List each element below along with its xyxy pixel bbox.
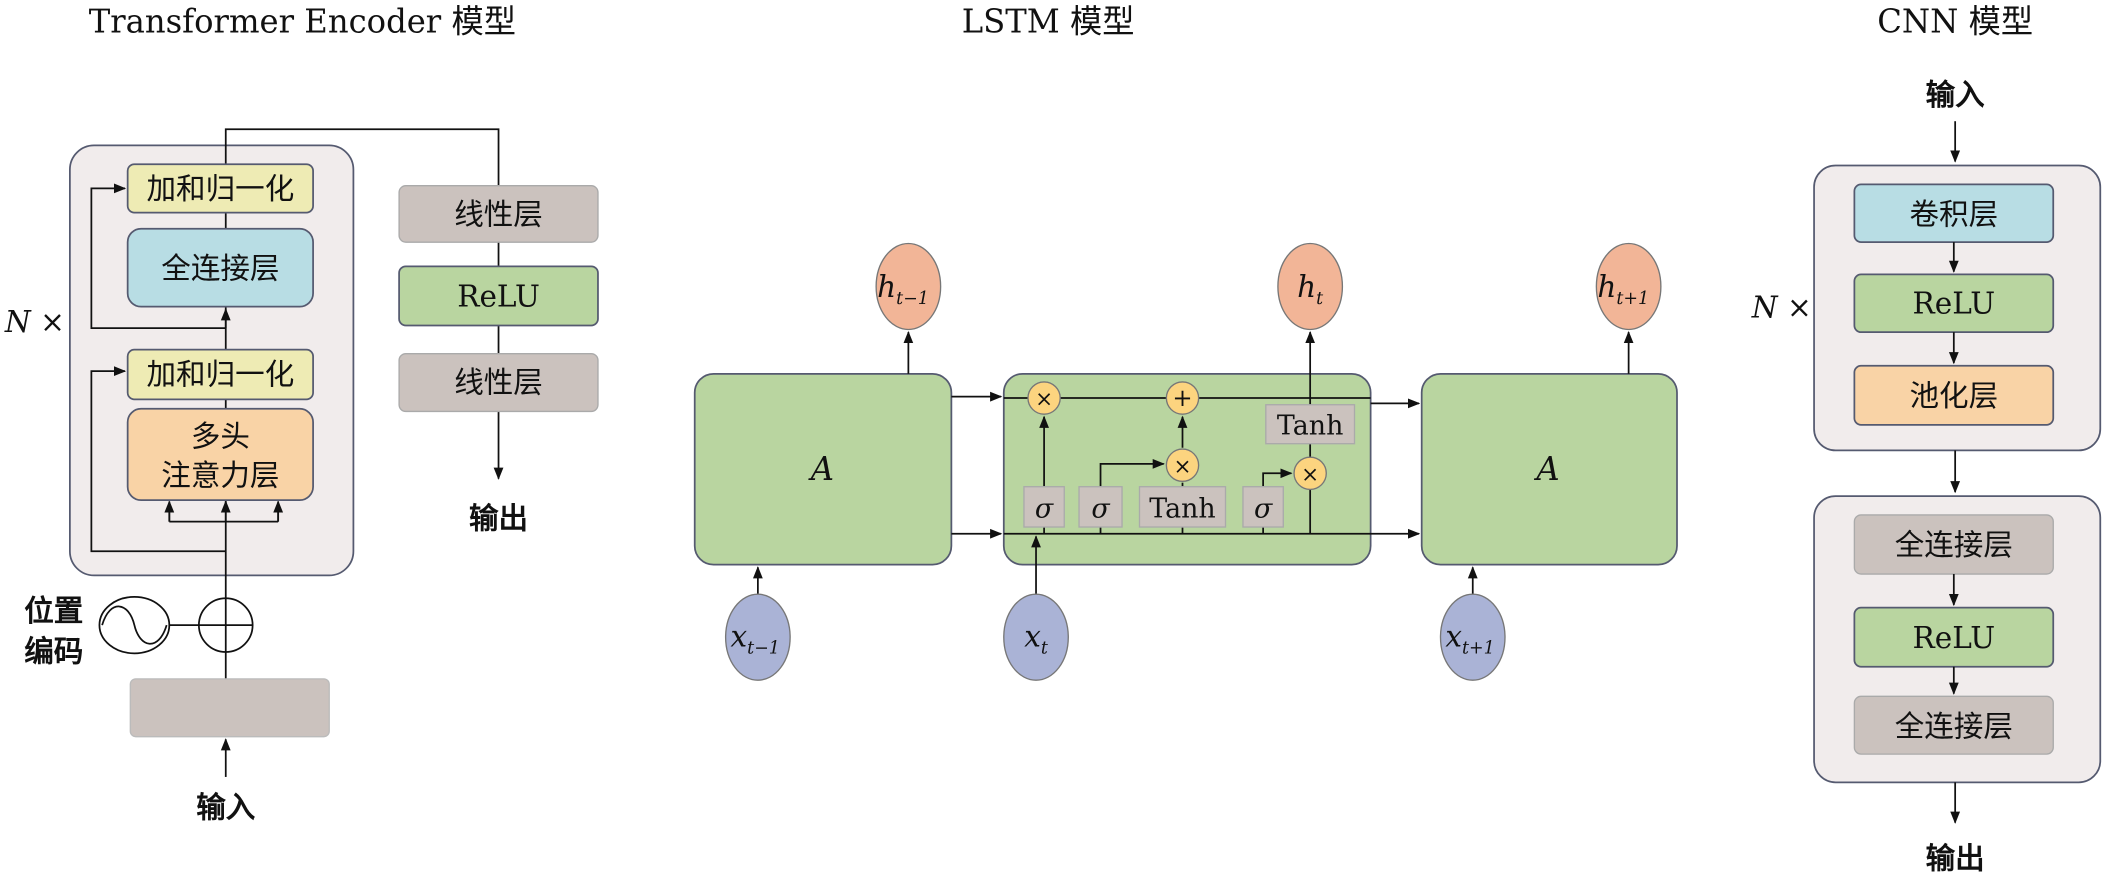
lstm-cell-prev	[693, 372, 953, 566]
svg-text:xt−1: xt−1	[730, 620, 779, 659]
forget-gate-box	[1023, 486, 1065, 528]
add-icon: +	[1165, 381, 1200, 415]
add-norm-bottom-box	[126, 348, 314, 401]
x-cur-node: xt	[1003, 593, 1069, 681]
pool-box	[1853, 364, 2055, 426]
forget-gate-label: σ	[1035, 494, 1054, 525]
lstm-section: LSTM 模型 A A σ σ Tanh σ Tanh × + × × ht−1…	[693, 3, 1678, 681]
node-base: h	[1597, 270, 1616, 304]
repeat-label: N ×	[4, 305, 65, 339]
relu1-label: ReLU	[1912, 286, 1995, 320]
input-embedding-box	[129, 678, 330, 738]
attention-box	[126, 407, 314, 502]
lstm-title: LSTM 模型	[962, 3, 1135, 41]
node-base: x	[1024, 620, 1041, 654]
add-norm-bottom-label: 加和归一化	[147, 358, 295, 392]
node-sub: t−1	[747, 638, 780, 658]
multiply-icon: ×	[1293, 456, 1327, 491]
pos-enc-label-line1: 位置	[24, 594, 83, 628]
cell-next-label: A	[1533, 450, 1559, 488]
node-base: x	[730, 620, 747, 654]
multiply-icon: ×	[1165, 448, 1200, 482]
transformer-title: Transformer Encoder 模型	[89, 3, 516, 41]
svg-text:ht+1: ht+1	[1597, 270, 1649, 309]
linear-top-box	[398, 185, 599, 243]
transformer-output-label: 输出	[469, 501, 528, 535]
h-cur-node: ht	[1277, 242, 1344, 331]
op-label: ×	[1035, 387, 1053, 412]
node-sub: t+1	[1462, 638, 1495, 658]
relu-box	[398, 265, 599, 327]
op-label: +	[1172, 384, 1192, 412]
feed-forward-label: 全连接层	[161, 251, 279, 285]
input-gate-box	[1078, 486, 1123, 528]
add-norm-top-box	[126, 163, 314, 214]
transformer-section: Transformer Encoder 模型 加和归一化 全连接层 加和归一化 …	[4, 3, 599, 824]
lstm-cell-next	[1420, 372, 1678, 566]
relu2-label: ReLU	[1912, 621, 1995, 655]
feed-forward-box	[126, 227, 314, 308]
cnn-repeat-label: N ×	[1751, 290, 1812, 324]
residual-line-1	[90, 366, 226, 553]
linear-bottom-label: 线性层	[454, 366, 543, 400]
linear-bottom-box	[398, 353, 599, 413]
fc1-label: 全连接层	[1895, 528, 2013, 562]
svg-text:xt: xt	[1024, 620, 1049, 659]
cnn-input-label: 输入	[1926, 78, 1986, 112]
attention-label-line1: 多头	[191, 419, 250, 453]
x-prev-node: xt−1	[724, 593, 791, 681]
sine-wave-curve	[101, 605, 168, 645]
x-next-node: xt+1	[1439, 593, 1506, 681]
pos-enc-label-line2: 编码	[24, 634, 83, 668]
cell-prev-label: A	[808, 450, 834, 488]
fc2-box	[1853, 695, 2054, 755]
h-next-node: ht+1	[1595, 242, 1662, 331]
candidate-tanh-box	[1138, 486, 1227, 528]
linear-top-label: 线性层	[454, 198, 543, 232]
relu-label: ReLU	[457, 280, 540, 314]
op-label: ×	[1301, 462, 1319, 487]
transformer-input-label: 输入	[196, 790, 256, 824]
output-tanh-label: Tanh	[1277, 410, 1343, 441]
svg-text:ht: ht	[1297, 270, 1324, 309]
node-sub: t+1	[1616, 289, 1649, 309]
node-base: h	[877, 270, 896, 304]
node-sub: t	[1041, 638, 1049, 658]
output-tanh-box	[1265, 404, 1356, 445]
node-base: h	[1297, 270, 1316, 304]
multiply-icon: ×	[1027, 381, 1061, 415]
node-sub: t	[1316, 289, 1324, 309]
output-gate-box	[1242, 486, 1284, 528]
input-gate-label: σ	[1091, 494, 1110, 525]
attention-label-line2: 注意力层	[161, 458, 279, 492]
pool-label: 池化层	[1909, 379, 1998, 413]
residual-line-2	[90, 183, 226, 330]
cnn-output-label: 输出	[1926, 841, 1985, 875]
cnn-section: CNN 模型 输入 N × 卷积层 ReLU 池化层 全连接层 ReLU 全连接…	[1751, 3, 2102, 875]
node-sub: t−1	[896, 289, 929, 309]
conv-label: 卷积层	[1909, 198, 1998, 232]
cnn-title: CNN 模型	[1877, 3, 2033, 41]
fc2-label: 全连接层	[1895, 710, 2013, 744]
svg-text:xt+1: xt+1	[1445, 620, 1494, 659]
op-label: ×	[1173, 454, 1191, 479]
candidate-tanh-label: Tanh	[1149, 494, 1215, 525]
add-norm-top-label: 加和归一化	[147, 172, 295, 206]
h-prev-node: ht−1	[875, 242, 942, 331]
node-base: x	[1445, 620, 1462, 654]
svg-text:ht−1: ht−1	[877, 270, 929, 309]
output-gate-label: σ	[1254, 494, 1273, 525]
